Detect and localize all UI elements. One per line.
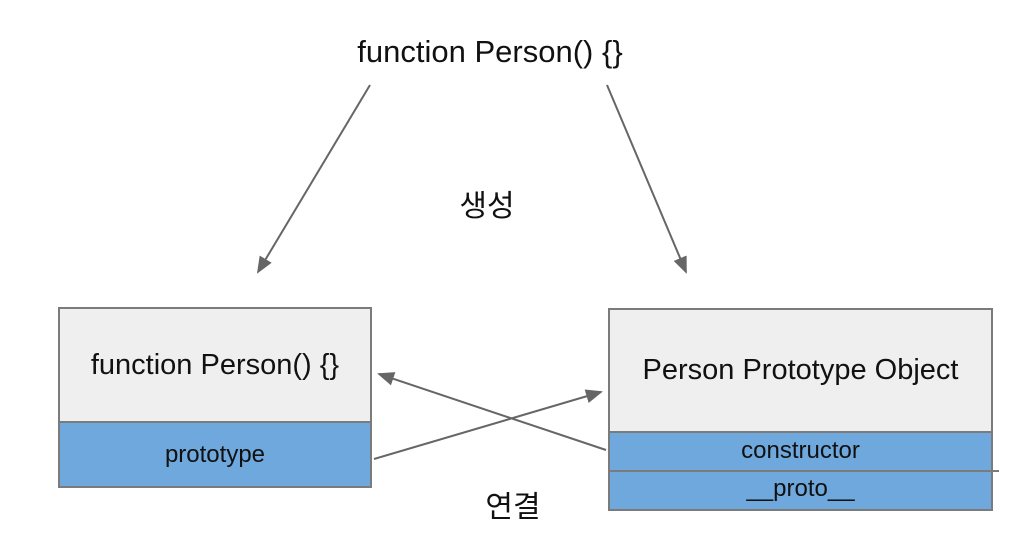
- top-function-label: function Person() {}: [357, 34, 623, 69]
- row-divider-line: [610, 470, 999, 472]
- creation-arrow-right: [606, 84, 687, 274]
- link-label: 연결: [485, 491, 541, 524]
- prototype-link-arrow: [373, 389, 603, 460]
- proto-row: __proto__: [610, 469, 991, 509]
- creation-label: 생성: [459, 190, 515, 223]
- function-person-box: function Person() {} prototype: [58, 307, 372, 488]
- constructor-link-arrow: [377, 372, 607, 451]
- function-person-box-title: function Person() {}: [60, 309, 370, 421]
- person-prototype-object-box: Person Prototype Object constructor __pr…: [608, 308, 993, 511]
- constructor-row: constructor: [610, 431, 991, 469]
- creation-arrow-left: [256, 84, 371, 274]
- person-prototype-object-box-title: Person Prototype Object: [610, 310, 991, 431]
- prototype-row: prototype: [60, 421, 370, 486]
